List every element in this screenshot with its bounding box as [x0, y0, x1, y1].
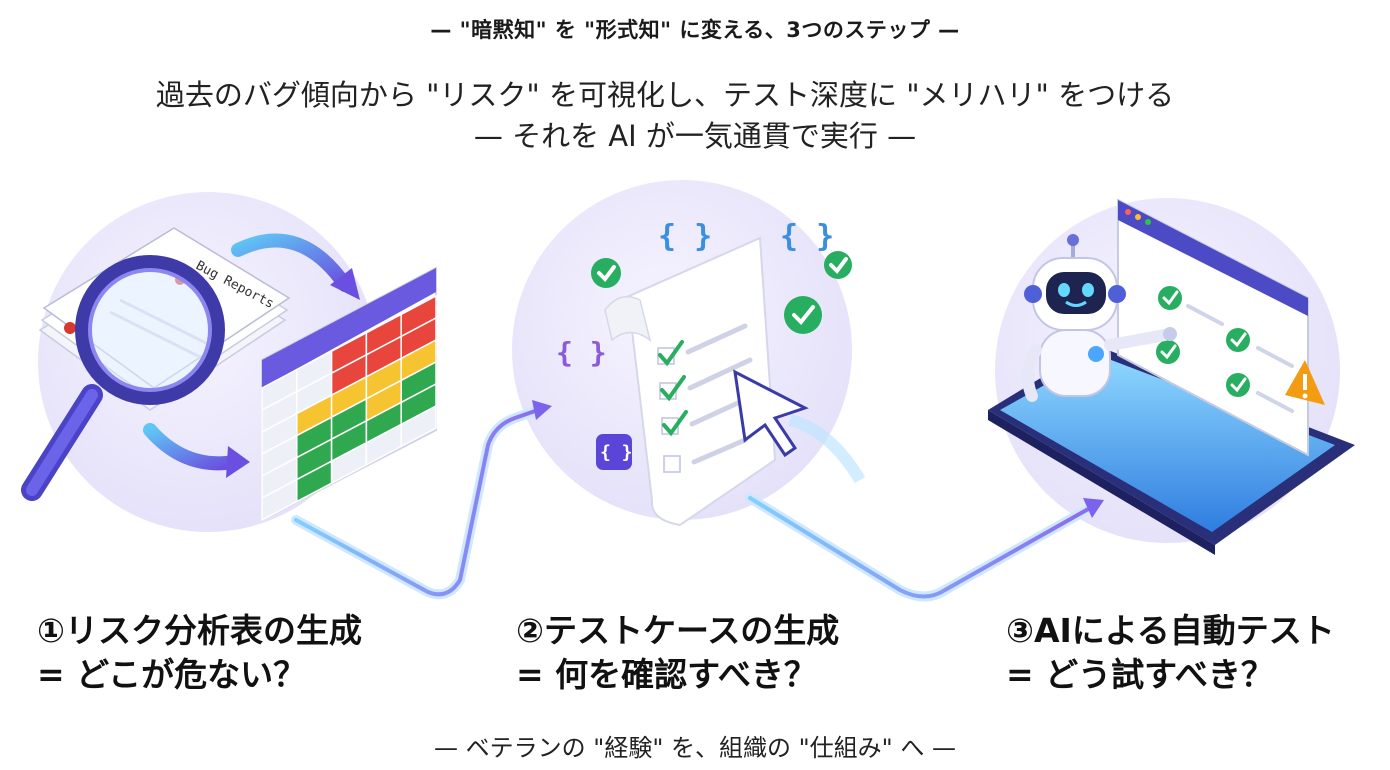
subtitle-line-1: 過去のバグ傾向から "リスク" を可視化し、テスト深度に "メリハリ" をつける	[155, 78, 1175, 112]
browser-window	[1117, 198, 1325, 457]
check-mark-icon	[658, 340, 688, 437]
risk-table-cell	[400, 404, 437, 448]
cursor-icon	[733, 369, 866, 484]
code-brace-icon: { } { } { } { }	[556, 219, 834, 470]
risk-table	[261, 266, 437, 522]
step1-title: ①リスク分析表の生成	[37, 611, 362, 650]
connector-step1-to-step2	[291, 400, 552, 600]
connector-step2-to-step3	[745, 493, 1104, 602]
window-minimize-dot	[1135, 214, 1141, 220]
svg-text:{ }: { }	[658, 219, 712, 254]
bug-icon	[64, 322, 76, 334]
window-maximize-dot	[1145, 219, 1151, 225]
step2-title: ②テストケースの生成	[516, 611, 840, 650]
footer-text: — ベテランの "経験" を、組織の "仕組み" へ —	[434, 734, 956, 762]
svg-text:{ }: { }	[600, 442, 633, 463]
step2-question: = 何を確認すべき？	[516, 655, 817, 694]
subtitle-line-2: — それを AI が一気通貫で実行 —	[473, 119, 917, 153]
svg-text:{ }: { }	[556, 336, 607, 369]
robot-icon	[1021, 234, 1177, 402]
step3-title: ③AIによる自動テスト	[1006, 611, 1335, 650]
svg-text:{ }: { }	[780, 219, 834, 254]
step1-question: = どこが危ない？	[37, 655, 307, 694]
magnifier-icon	[21, 255, 225, 501]
flow-arrow-bottom	[143, 423, 242, 471]
flow-arrow-top	[231, 233, 352, 292]
step3-question: = どう試すべき？	[1006, 655, 1274, 694]
window-close-dot	[1125, 209, 1131, 215]
checklist-document	[604, 236, 777, 527]
header-title: — "暗黙知" を "形式知" に変える、3つのステップ —	[430, 18, 960, 42]
